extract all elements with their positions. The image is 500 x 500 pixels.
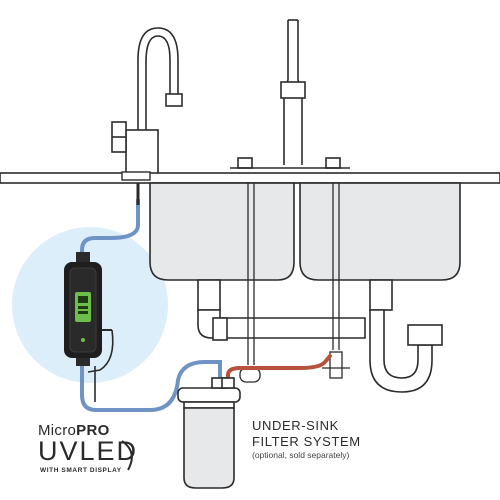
gooseneck-faucet bbox=[111, 27, 183, 176]
drain-plumbing bbox=[197, 279, 443, 393]
countertop bbox=[0, 171, 500, 184]
main-faucet bbox=[230, 19, 350, 169]
uv-led-unit bbox=[64, 252, 114, 402]
double-sink bbox=[149, 182, 461, 281]
filter-label-line1: UNDER-SINK bbox=[252, 418, 339, 433]
brand-name: MicroPRO bbox=[38, 422, 110, 439]
filter-canister bbox=[177, 377, 241, 489]
supply-lines bbox=[239, 183, 350, 383]
brand-tagline: WITH SMART DISPLAY bbox=[40, 467, 122, 474]
blue-tubing bbox=[80, 198, 222, 412]
filter-label-note: (optional, sold separately) bbox=[252, 450, 350, 460]
filter-label-title: UNDER-SINK FILTER SYSTEM bbox=[252, 418, 361, 450]
brand-swoosh-icon bbox=[121, 440, 133, 471]
brand-product: UVLED bbox=[38, 436, 139, 466]
filter-label-line2: FILTER SYSTEM bbox=[252, 434, 361, 449]
red-tubing bbox=[226, 354, 332, 382]
